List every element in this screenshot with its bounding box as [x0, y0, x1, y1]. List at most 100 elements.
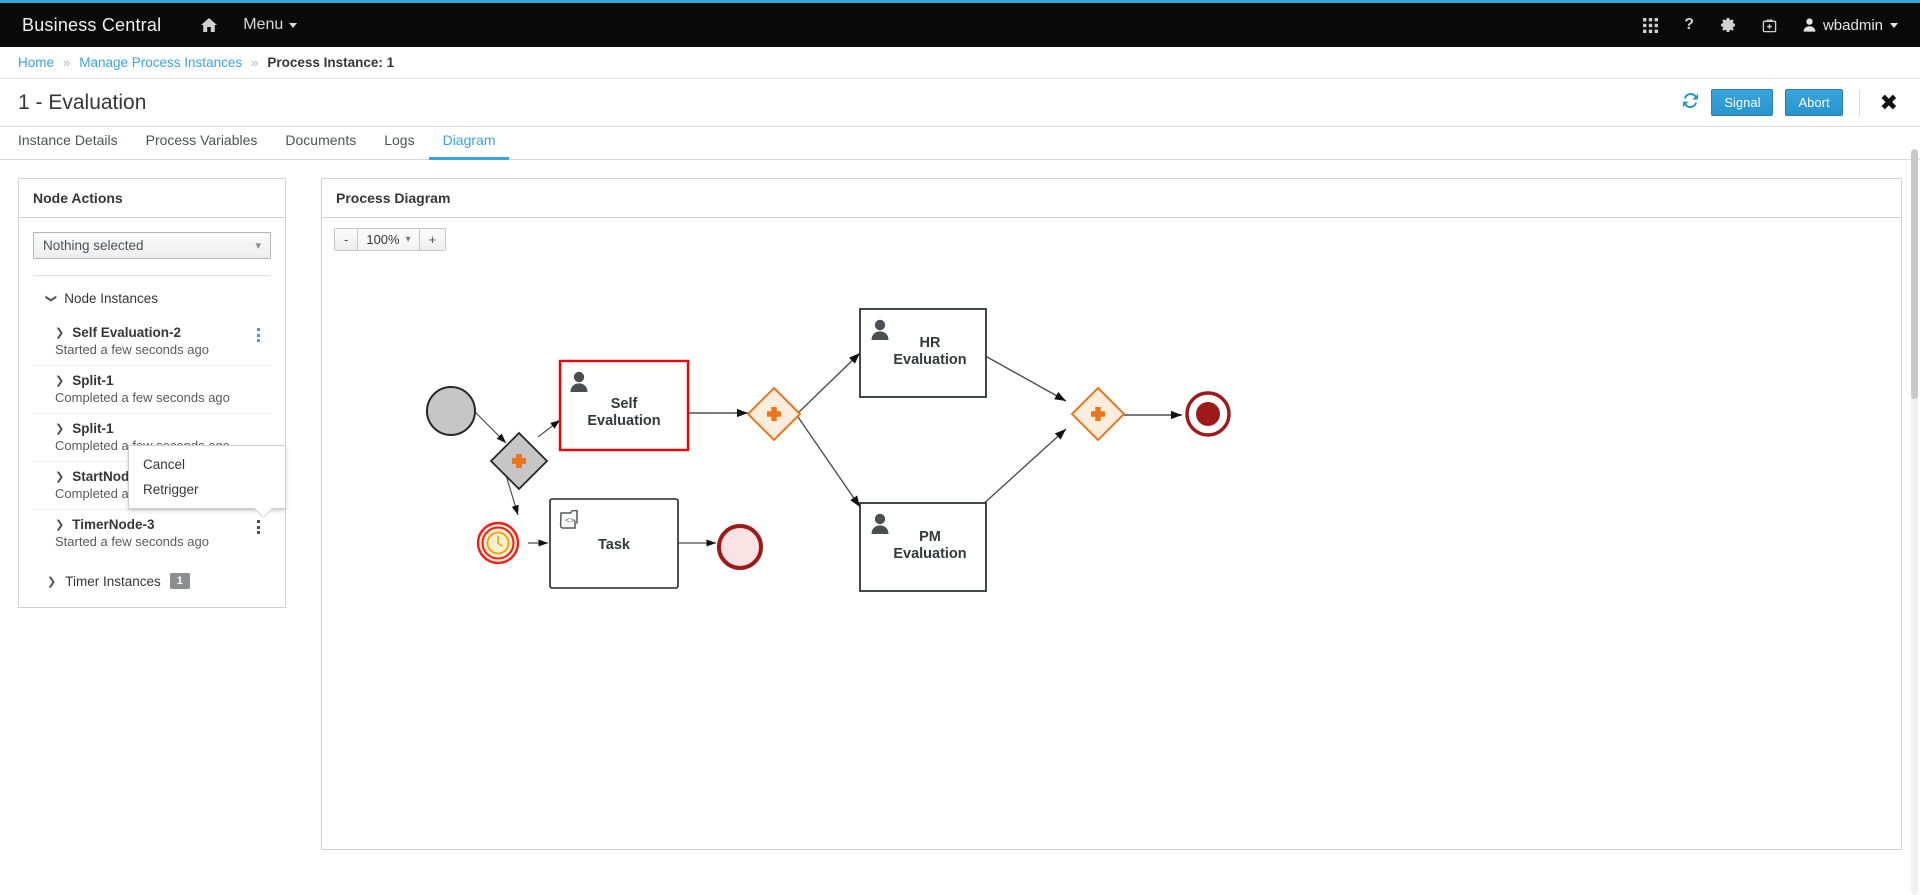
- node-label: Evaluation: [893, 546, 966, 562]
- chevron-right-icon[interactable]: ❯: [55, 519, 65, 531]
- chevron-right-icon[interactable]: ❯: [55, 471, 65, 483]
- chevron-down-icon: ❯: [45, 293, 58, 304]
- chevron-down-icon: ▾: [405, 234, 411, 245]
- chevron-right-icon[interactable]: ❯: [55, 423, 65, 435]
- timer-instances-toggle[interactable]: ❯ Timer Instances 1: [33, 573, 271, 589]
- user-name: wbadmin: [1822, 16, 1883, 34]
- chevron-right-icon[interactable]: ❯: [55, 375, 65, 387]
- zoom-in-button[interactable]: +: [419, 229, 446, 250]
- node-actions-panel: Node Actions Nothing selected ▾ ❯ Node I…: [18, 178, 286, 608]
- timer-event-node[interactable]: [476, 521, 520, 565]
- node-status: Completed a few seconds ago: [55, 390, 230, 405]
- page-header-actions: Signal Abort ✖: [1682, 89, 1902, 116]
- bpmn-diagram-canvas[interactable]: Self Evaluation <>: [348, 225, 1901, 849]
- abort-button[interactable]: Abort: [1785, 89, 1843, 116]
- node-kebab-menu[interactable]: [251, 327, 265, 343]
- top-navigation-bar: Business Central Menu ?: [0, 0, 1920, 47]
- node-kebab-menu[interactable]: [251, 519, 265, 535]
- user-task-hr-evaluation-node[interactable]: HR Evaluation: [859, 308, 987, 398]
- divider: [1858, 89, 1860, 116]
- node-name: TimerNode-3: [72, 517, 155, 532]
- bpmn-svg: Self Evaluation <>: [426, 308, 1231, 592]
- end-event-node[interactable]: [1185, 391, 1231, 437]
- node-status: Started a few seconds ago: [55, 342, 209, 357]
- signal-button[interactable]: Signal: [1711, 89, 1774, 116]
- grid-apps-icon[interactable]: [1643, 17, 1659, 33]
- tab-documents[interactable]: Documents: [285, 132, 357, 148]
- breadcrumb: Home » Manage Process Instances » Proces…: [0, 47, 1920, 79]
- user-avatar-icon: [1803, 18, 1816, 32]
- app-brand: Business Central: [22, 14, 162, 35]
- tab-instance-details[interactable]: Instance Details: [18, 132, 118, 148]
- page-header: 1 - Evaluation Signal Abort ✖: [0, 79, 1920, 127]
- node-list-item[interactable]: ❯ Split-1 Completed a few seconds ago: [33, 366, 271, 414]
- node-instances-toggle[interactable]: ❯ Node Instances: [33, 289, 271, 308]
- diagram-zoom-toolbar: - 100% ▾ +: [322, 218, 1901, 251]
- node-label: Evaluation: [893, 352, 966, 368]
- parallel-gateway-join-node[interactable]: [1070, 386, 1126, 442]
- tab-diagram[interactable]: Diagram: [428, 132, 510, 160]
- parallel-gateway-split2-node[interactable]: [746, 386, 802, 442]
- divider: [33, 275, 271, 276]
- chevron-down-icon: [1890, 22, 1898, 28]
- menu-dropdown-button[interactable]: Menu: [243, 16, 298, 34]
- gear-icon[interactable]: [1720, 17, 1736, 33]
- menu-label: Menu: [243, 16, 284, 33]
- node-status: Started a few seconds ago: [55, 534, 209, 549]
- node-name: Self Evaluation-2: [72, 325, 181, 340]
- user-task-self-evaluation-node[interactable]: Self Evaluation: [558, 359, 690, 452]
- chevron-down-icon: ▾: [255, 240, 261, 252]
- scrollbar-thumb[interactable]: [1911, 149, 1918, 399]
- user-menu[interactable]: wbadmin: [1803, 17, 1898, 34]
- user-icon: [871, 319, 889, 340]
- home-icon[interactable]: [201, 17, 218, 33]
- node-label: Task: [598, 537, 631, 553]
- chevron-right-icon[interactable]: ❯: [55, 327, 65, 339]
- user-task-pm-evaluation-node[interactable]: PM Evaluation: [859, 502, 987, 592]
- node-select-value: Nothing selected: [43, 238, 144, 253]
- node-action-context-menu[interactable]: Cancel Retrigger: [128, 445, 286, 509]
- popover-arrow: [255, 508, 271, 517]
- tab-process-variables[interactable]: Process Variables: [145, 132, 258, 148]
- parallel-gateway-split1-node[interactable]: [489, 431, 549, 491]
- terminate-end-event-node[interactable]: [717, 524, 763, 570]
- tab-bar: Instance Details Process Variables Docum…: [0, 127, 1920, 160]
- zoom-level-dropdown[interactable]: 100% ▾: [357, 229, 420, 250]
- sequence-flows-2: [678, 352, 1182, 508]
- context-menu-item-retrigger[interactable]: Retrigger: [143, 482, 199, 497]
- node-list-item[interactable]: ❯ Self Evaluation-2 Started a few second…: [33, 318, 271, 366]
- breadcrumb-current: Process Instance: 1: [267, 55, 395, 70]
- sequence-flows: [472, 409, 716, 547]
- chevron-down-icon: [289, 22, 298, 28]
- script-icon: <>: [559, 509, 578, 529]
- refresh-icon[interactable]: [1682, 92, 1699, 114]
- first-aid-kit-icon[interactable]: [1762, 18, 1777, 33]
- close-x-icon[interactable]: ✖: [1879, 89, 1898, 115]
- node-instances-label: Node Instances: [64, 291, 159, 306]
- main-content: Node Actions Nothing selected ▾ ❯ Node I…: [0, 160, 1920, 868]
- user-icon: [871, 513, 889, 534]
- node-name: Split-1: [72, 421, 114, 436]
- node-instances-list: ❯ Self Evaluation-2 Started a few second…: [33, 318, 271, 557]
- context-menu-item-cancel[interactable]: Cancel: [143, 457, 186, 472]
- node-list-item[interactable]: ❯ TimerNode-3 Started a few seconds ago: [33, 510, 271, 557]
- node-label: Self: [611, 396, 638, 412]
- node-label: HR: [920, 335, 941, 351]
- tab-logs[interactable]: Logs: [384, 132, 415, 148]
- script-task-node[interactable]: <> Task: [549, 498, 679, 589]
- zoom-level-value: 100%: [366, 232, 400, 247]
- question-mark-icon[interactable]: ?: [1684, 16, 1694, 33]
- node-actions-title: Node Actions: [19, 179, 285, 218]
- svg-text:<>: <>: [565, 517, 575, 526]
- node-label: PM: [919, 529, 941, 545]
- breadcrumb-separator: »: [63, 55, 71, 70]
- node-select-dropdown[interactable]: Nothing selected ▾: [33, 232, 271, 259]
- page-scrollbar[interactable]: [1911, 149, 1918, 895]
- chevron-right-icon: ❯: [47, 575, 57, 588]
- breadcrumb-home[interactable]: Home: [18, 55, 55, 70]
- start-event-node[interactable]: [426, 386, 476, 436]
- breadcrumb-separator: »: [251, 55, 259, 70]
- zoom-out-button[interactable]: -: [335, 229, 358, 250]
- process-diagram-panel: Process Diagram - 100% ▾ +: [321, 178, 1902, 850]
- breadcrumb-manage-process-instances[interactable]: Manage Process Instances: [79, 55, 243, 70]
